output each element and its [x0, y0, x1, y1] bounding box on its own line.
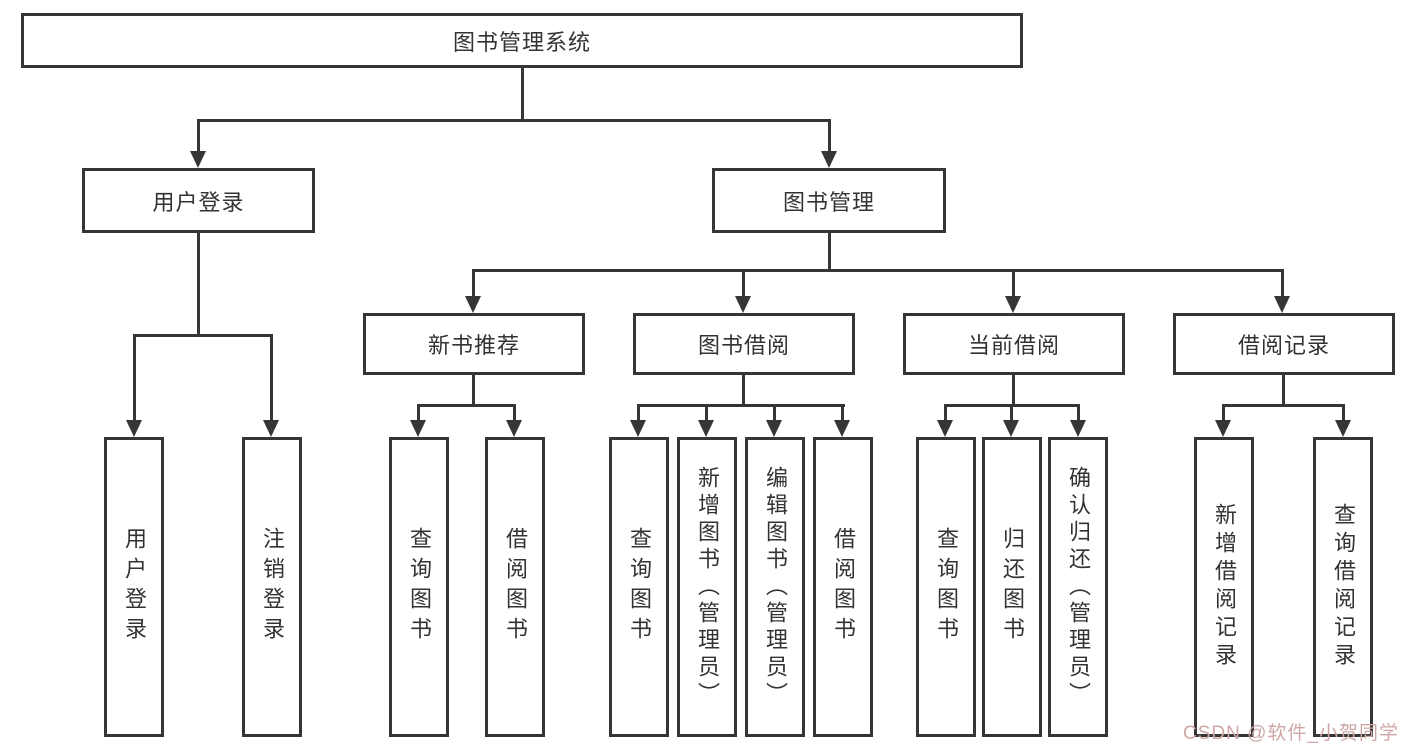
node-label: 查询图书: [627, 527, 652, 647]
node-book-borrowing: 图书借阅: [633, 313, 855, 375]
leaf-query-books-current: 查询图书: [916, 437, 976, 737]
connector-root-crossbar: [197, 119, 831, 122]
connector-drop-borrow-book-borrow: [841, 404, 844, 421]
node-label: 借阅图书: [503, 527, 528, 647]
arrowhead-borrow-book-borrow: [834, 420, 850, 437]
arrowhead-borrow-records: [1274, 296, 1290, 313]
connector-drop-book-borrow: [742, 269, 745, 297]
connector-drop-confirm-return: [1077, 404, 1080, 421]
leaf-query-books-borrowing: 查询图书: [609, 437, 669, 737]
node-label: 借阅图书: [831, 527, 856, 647]
node-label: 新增借阅记录: [1212, 503, 1237, 671]
node-label: 新书推荐: [427, 333, 520, 358]
node-label: 用户登录: [122, 527, 147, 647]
arrowhead-new-book-rec: [465, 296, 481, 313]
connector-userlogin-crossbar: [133, 334, 273, 337]
arrowhead-query-book-borrow: [630, 420, 646, 437]
node-label: 图书管理: [782, 189, 875, 215]
connector-newbookrec-trunk: [472, 375, 475, 407]
connector-drop-query-record: [1342, 404, 1345, 421]
arrowhead-add-book: [698, 420, 714, 437]
arrowhead-book-mgmt: [821, 151, 837, 168]
arrowhead-query-book-rec: [410, 420, 426, 437]
leaf-add-borrow-record: 新增借阅记录: [1194, 437, 1254, 737]
connector-drop-current-borrow: [1012, 269, 1015, 297]
arrowhead-confirm-return: [1070, 420, 1086, 437]
node-label: 编辑图书（管理员）: [763, 465, 788, 709]
connector-drop-borrow-book-rec: [513, 404, 516, 421]
node-label: 借阅记录: [1237, 333, 1330, 358]
arrowhead-return-book: [1003, 420, 1019, 437]
node-label: 注销登录: [260, 527, 285, 647]
connector-borrowrecords-trunk: [1282, 375, 1285, 407]
node-library-management-system: 图书管理系统: [21, 13, 1023, 68]
arrowhead-borrow-book-rec: [506, 420, 522, 437]
connector-bookmgmt-trunk: [828, 233, 831, 272]
leaf-confirm-return-admin: 确认归还（管理员）: [1048, 437, 1108, 737]
node-new-book-recommendation: 新书推荐: [363, 313, 585, 375]
connector-bookborrow-crossbar: [637, 404, 845, 407]
arrowhead-query-record: [1335, 420, 1351, 437]
arrowhead-current-borrow: [1005, 296, 1021, 313]
connector-drop-return-book: [1010, 404, 1013, 421]
leaf-borrow-books-recommendation: 借阅图书: [485, 437, 545, 737]
connector-drop-borrow-records: [1281, 269, 1284, 297]
connector-drop-user-login: [197, 119, 200, 152]
node-borrowing-records: 借阅记录: [1173, 313, 1395, 375]
node-book-management: 图书管理: [712, 168, 946, 233]
connector-drop-add-record: [1222, 404, 1225, 421]
connector-newbookrec-crossbar: [417, 404, 516, 407]
connector-drop-add-book: [705, 404, 708, 421]
arrowhead-book-borrow: [735, 296, 751, 313]
connector-borrowrecords-crossbar: [1222, 404, 1345, 407]
leaf-edit-books-admin: 编辑图书（管理员）: [745, 437, 805, 737]
connector-drop-new-book-rec: [472, 269, 475, 297]
connector-drop-book-mgmt: [828, 119, 831, 152]
leaf-borrow-books-borrowing: 借阅图书: [813, 437, 873, 737]
node-label: 查询借阅记录: [1331, 503, 1356, 671]
arrowhead-add-record: [1215, 420, 1231, 437]
arrowhead-edit-book: [766, 420, 782, 437]
connector-bookborrow-trunk: [742, 375, 745, 407]
node-label: 归还图书: [1000, 527, 1025, 647]
connector-root-trunk: [521, 68, 524, 121]
leaf-logout: 注销登录: [242, 437, 302, 737]
connector-drop-query-book-rec: [417, 404, 420, 421]
leaf-query-books-recommendation: 查询图书: [389, 437, 449, 737]
leaf-add-books-admin: 新增图书（管理员）: [677, 437, 737, 737]
arrowhead-leaf-user-login: [126, 420, 142, 437]
node-label: 当前借阅: [967, 333, 1060, 358]
node-label: 查询图书: [407, 527, 432, 647]
node-user-login: 用户登录: [82, 168, 315, 233]
leaf-user-login: 用户登录: [104, 437, 164, 737]
node-label: 用户登录: [152, 189, 245, 215]
connector-drop-leaf-user-login: [133, 334, 136, 421]
node-label: 图书管理系统: [452, 29, 591, 55]
connector-bookmgmt-crossbar: [472, 269, 1284, 272]
node-label: 查询图书: [934, 527, 959, 647]
arrowhead-leaf-logout: [263, 420, 279, 437]
node-current-borrowing: 当前借阅: [903, 313, 1125, 375]
arrowhead-user-login: [190, 151, 206, 168]
connector-drop-query-book-borrow: [637, 404, 640, 421]
node-label: 图书借阅: [697, 333, 790, 358]
arrowhead-query-book-current: [937, 420, 953, 437]
connector-drop-query-book-current: [944, 404, 947, 421]
connector-drop-leaf-logout: [270, 334, 273, 421]
node-label: 确认归还（管理员）: [1066, 465, 1091, 709]
leaf-return-books: 归还图书: [982, 437, 1042, 737]
node-label: 新增图书（管理员）: [695, 465, 720, 709]
connector-currentborrow-trunk: [1012, 375, 1015, 407]
leaf-query-borrow-record: 查询借阅记录: [1313, 437, 1373, 737]
connector-drop-edit-book: [773, 404, 776, 421]
connector-userlogin-trunk: [197, 233, 200, 337]
csdn-watermark: CSDN @软件_小贺同学: [1183, 723, 1399, 744]
